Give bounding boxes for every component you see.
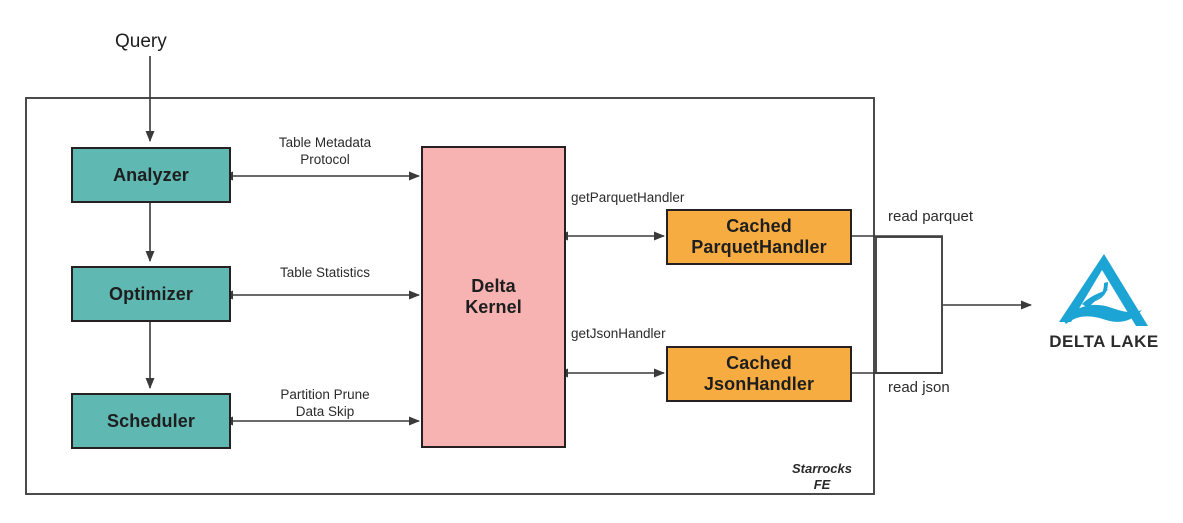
starrocks-fe-container <box>25 97 875 495</box>
node-cached-json-handler-label: Cached JsonHandler <box>703 353 815 394</box>
node-scheduler-label: Scheduler <box>107 410 195 431</box>
edge-label-get-json-handler: getJsonHandler <box>571 326 666 341</box>
node-optimizer-label: Optimizer <box>109 283 193 304</box>
delta-lake-logo-text: DELTA LAKE <box>1049 332 1159 351</box>
node-cached-parquet-handler-label: Cached ParquetHandler <box>691 216 827 257</box>
starrocks-fe-label: Starrocks FE <box>792 461 852 493</box>
edge-label-read-json: read json <box>888 379 950 396</box>
edge-label-partition-prune-data-skip: Partition Prune Data Skip <box>280 387 370 419</box>
node-cached-parquet-handler[interactable]: Cached ParquetHandler <box>666 209 852 265</box>
delta-lake-logo-icon <box>1059 254 1148 326</box>
handler-output-bracket <box>875 236 943 374</box>
node-scheduler[interactable]: Scheduler <box>71 393 231 449</box>
edge-label-get-parquet-handler: getParquetHandler <box>571 190 685 205</box>
node-delta-kernel[interactable]: Delta Kernel <box>421 146 566 448</box>
delta-lake-logo-wrap: DELTA LAKE <box>1043 252 1165 352</box>
node-cached-json-handler[interactable]: Cached JsonHandler <box>666 346 852 402</box>
edge-label-table-metadata-protocol: Table Metadata Protocol <box>278 135 372 167</box>
edge-label-read-parquet: read parquet <box>888 208 974 225</box>
node-delta-kernel-label: Delta Kernel <box>465 276 522 317</box>
edge-label-table-statistics: Table Statistics <box>279 265 371 280</box>
node-analyzer[interactable]: Analyzer <box>71 147 231 203</box>
query-label: Query <box>115 31 167 52</box>
node-analyzer-label: Analyzer <box>113 164 189 185</box>
node-optimizer[interactable]: Optimizer <box>71 266 231 322</box>
